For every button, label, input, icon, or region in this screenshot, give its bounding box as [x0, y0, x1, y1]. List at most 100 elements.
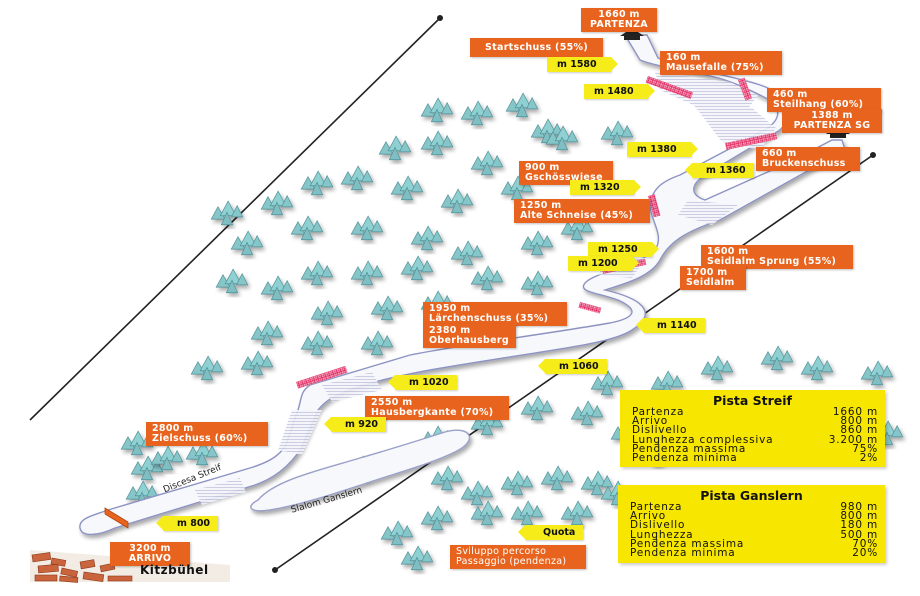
- legend-sviluppo: Sviluppo percorso Passaggio (pendenza): [450, 545, 586, 569]
- tree-cluster-icon: [240, 350, 274, 376]
- info-row-value: 3.200 m: [828, 433, 878, 446]
- tree-cluster-icon: [400, 545, 434, 571]
- altitude-m1320: m 1320: [570, 180, 641, 195]
- tree-cluster-icon: [470, 265, 504, 291]
- infobox-streif-title: Pista Streif: [713, 393, 792, 408]
- label-alte-schneise: 1250 m Alte Schneise (45%): [514, 199, 650, 223]
- altitude-m1580: m 1580: [547, 57, 618, 72]
- label-partenza: 1660 m PARTENZA: [581, 8, 657, 32]
- tree-cluster-icon: [410, 225, 444, 251]
- infobox-ganslern-title: Pista Ganslern: [700, 488, 803, 503]
- info-row-value: 500 m: [840, 528, 878, 541]
- altitude-m1480: m 1480: [584, 84, 655, 99]
- label-startschuss: Startschuss (55%): [470, 38, 603, 57]
- lift-station-icon: [272, 567, 278, 573]
- tree-cluster-icon: [350, 260, 384, 286]
- altitude-m1360: m 1360: [685, 163, 754, 178]
- tree-cluster-icon: [760, 345, 794, 371]
- streif-piste: [79, 34, 846, 536]
- altitude-m1380: m 1380: [627, 142, 698, 157]
- tree-cluster-icon: [190, 355, 224, 381]
- label-oberhausberg: 2380 m Oberhausberg: [423, 324, 516, 348]
- tree-cluster-icon: [470, 150, 504, 176]
- tree-cluster-icon: [540, 465, 574, 491]
- info-row: Pendenza minima 2%: [620, 452, 885, 465]
- info-row-value: 20%: [852, 547, 878, 560]
- info-row-label: Dislivello: [630, 519, 686, 532]
- info-row-label: Partenza: [632, 406, 685, 418]
- label-seidlalm-sprung: 1600 m Seidlalm Sprung (55%): [701, 245, 853, 269]
- tree-cluster-icon: [390, 175, 424, 201]
- tree-cluster-icon: [250, 320, 284, 346]
- info-row-label: Pendenza minima: [632, 452, 738, 465]
- info-row-value: 800 m: [840, 510, 878, 523]
- tree-cluster-icon: [520, 230, 554, 256]
- label-partenza-sg: 1388 m PARTENZA SG: [782, 109, 882, 133]
- town-rooftops-icon: [30, 550, 230, 583]
- tree-cluster-icon: [590, 370, 624, 396]
- lift-line-left: [29, 17, 441, 421]
- tree-cluster-icon: [420, 97, 454, 123]
- tree-cluster-icon: [300, 260, 334, 286]
- altitude-m920: m 920: [323, 417, 387, 432]
- label-zielschuss: 2800 m Zielschuss (60%): [146, 422, 268, 446]
- info-row-value: 860 m: [840, 424, 878, 437]
- tree-cluster-icon: [360, 330, 394, 356]
- ganslern-piste: [250, 429, 471, 512]
- tree-cluster-icon: [700, 355, 734, 381]
- tree-cluster-icon: [340, 165, 374, 191]
- info-row: Lunghezza 500 m: [618, 528, 885, 541]
- tree-cluster-icon: [370, 295, 404, 321]
- info-row-label: Dislivello: [632, 424, 688, 437]
- tree-cluster-icon: [520, 270, 554, 296]
- info-row: Lunghezza complessiva 3.200 m: [620, 433, 885, 446]
- tree-cluster-icon: [440, 188, 474, 214]
- label-arrivo: 3200 m ARRIVO: [110, 542, 190, 566]
- tree-cluster-icon: [230, 230, 264, 256]
- legend-quota: Quota: [517, 525, 584, 540]
- info-row-value: 2%: [859, 452, 878, 465]
- tree-cluster-icon: [215, 268, 249, 294]
- altitude-m800: m 800: [155, 516, 219, 531]
- info-row-value: 800 m: [840, 415, 878, 428]
- info-row-value: 70%: [852, 537, 878, 550]
- tree-cluster-icon: [300, 170, 334, 196]
- label-hausbergkante: 2550 m Hausbergkante (70%): [365, 396, 509, 420]
- start-house-icon: [620, 28, 644, 40]
- tree-cluster-icon: [500, 470, 534, 496]
- info-row: Arrivo 800 m: [618, 510, 885, 523]
- town-name: Kitzbühel: [140, 563, 209, 577]
- label-bruckenschuss: 660 m Bruckenschuss: [756, 147, 860, 171]
- altitude-m1250: m 1250: [588, 242, 659, 257]
- info-row-label: Arrivo: [630, 510, 666, 523]
- finish-banner-icon: [104, 507, 129, 529]
- tree-cluster-icon: [400, 255, 434, 281]
- lift-station-icon: [437, 15, 443, 21]
- info-row-label: Arrivo: [632, 415, 668, 428]
- tree-cluster-icon: [800, 355, 834, 381]
- tree-cluster-icon: [430, 465, 464, 491]
- tree-cluster-icon: [505, 92, 539, 118]
- tree-cluster-icon: [420, 505, 454, 531]
- info-row-label: Lunghezza complessiva: [632, 433, 774, 446]
- tree-cluster-icon: [350, 215, 384, 241]
- info-row-label: Pendenza massima: [632, 442, 747, 455]
- label-seidlalm: 1700 m Seidlalm: [680, 266, 746, 290]
- info-row-value: 980 m: [840, 501, 878, 513]
- tree-cluster-icon: [300, 330, 334, 356]
- tree-cluster-icon: [260, 275, 294, 301]
- info-row-label: Lunghezza: [630, 528, 694, 541]
- tree-cluster-icon: [260, 190, 294, 216]
- tree-cluster-icon: [210, 200, 244, 226]
- tree-cluster-icon: [510, 500, 544, 526]
- info-row: Dislivello 860 m: [620, 424, 885, 437]
